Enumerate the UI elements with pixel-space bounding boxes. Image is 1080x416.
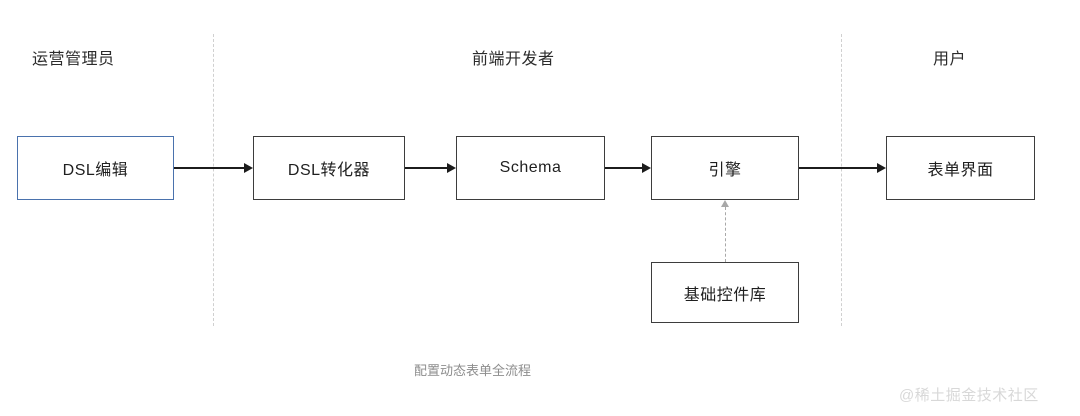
edge-dsl-convert-to-schema (405, 167, 447, 169)
node-dsl-convert-label: DSL转化器 (287, 162, 371, 179)
lane-header-frontend: 前端开发者 (472, 51, 555, 68)
lane-divider-operator-frontend (213, 34, 214, 326)
node-engine[interactable]: 引擎 (651, 136, 799, 200)
edge-engine-to-form-ui (799, 167, 877, 169)
diagram-caption: 配置动态表单全流程 (414, 363, 532, 378)
node-form-ui[interactable]: 表单界面 (886, 136, 1035, 200)
node-engine-label: 引擎 (708, 162, 742, 179)
lane-header-operator: 运营管理员 (32, 51, 115, 68)
edge-dsl-edit-to-dsl-convert (174, 167, 244, 169)
node-widget-lib-label: 基础控件库 (683, 286, 767, 304)
lane-divider-frontend-user (841, 34, 842, 326)
arrowhead-icon-edge-1 (244, 163, 253, 173)
node-widget-lib[interactable]: 基础控件库 (651, 262, 799, 323)
node-dsl-edit-label: DSL编辑 (62, 162, 129, 179)
arrowhead-icon-edge-4 (877, 163, 886, 173)
arrowhead-up-icon-edge-5 (721, 200, 729, 207)
watermark: @稀土掘金技术社区 (899, 387, 1039, 404)
arrowhead-icon-edge-2 (447, 163, 456, 173)
node-schema[interactable]: Schema (456, 136, 605, 200)
lane-header-user: 用户 (933, 51, 967, 68)
node-dsl-edit[interactable]: DSL编辑 (17, 136, 174, 200)
edge-schema-to-engine (605, 167, 642, 169)
node-dsl-convert[interactable]: DSL转化器 (253, 136, 405, 200)
arrowhead-icon-edge-3 (642, 163, 651, 173)
edge-widget-lib-to-engine (725, 207, 726, 262)
node-form-ui-label: 表单界面 (927, 162, 994, 179)
node-schema-label: Schema (499, 159, 562, 176)
